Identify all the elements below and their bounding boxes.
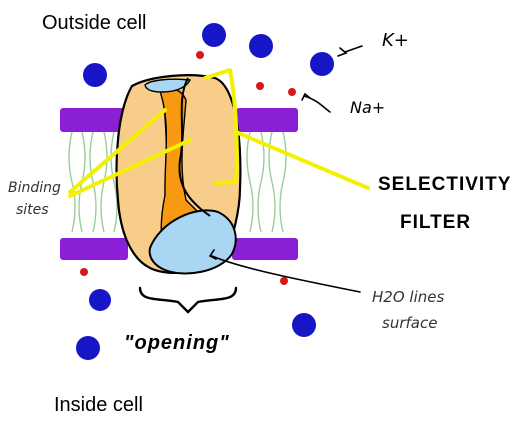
channel-protein	[115, 74, 242, 275]
sodium-label: Na+	[350, 98, 386, 117]
binding-sites-label-line2: sites	[16, 202, 49, 218]
pointer-lines	[208, 45, 363, 293]
selectivity-filter-label-line2: FILTER	[400, 212, 472, 233]
water-label-line1: H2O lines	[372, 288, 445, 306]
selectivity-filter-highlight	[68, 68, 370, 198]
inside-cell-label: Inside cell	[54, 394, 143, 416]
opening-brace	[138, 286, 238, 314]
sodium-ions	[80, 51, 296, 285]
outside-cell-label: Outside cell	[42, 12, 147, 34]
opening-label: "opening"	[124, 332, 230, 354]
water-label-line2: surface	[382, 314, 438, 332]
potassium-label: K+	[382, 30, 409, 51]
membrane	[60, 108, 298, 260]
potassium-ions	[76, 23, 334, 360]
lipid-tails	[68, 131, 287, 233]
binding-sites-label-line1: Binding	[8, 180, 61, 196]
selectivity-filter-label-line1: SELECTIVITY	[378, 174, 512, 195]
